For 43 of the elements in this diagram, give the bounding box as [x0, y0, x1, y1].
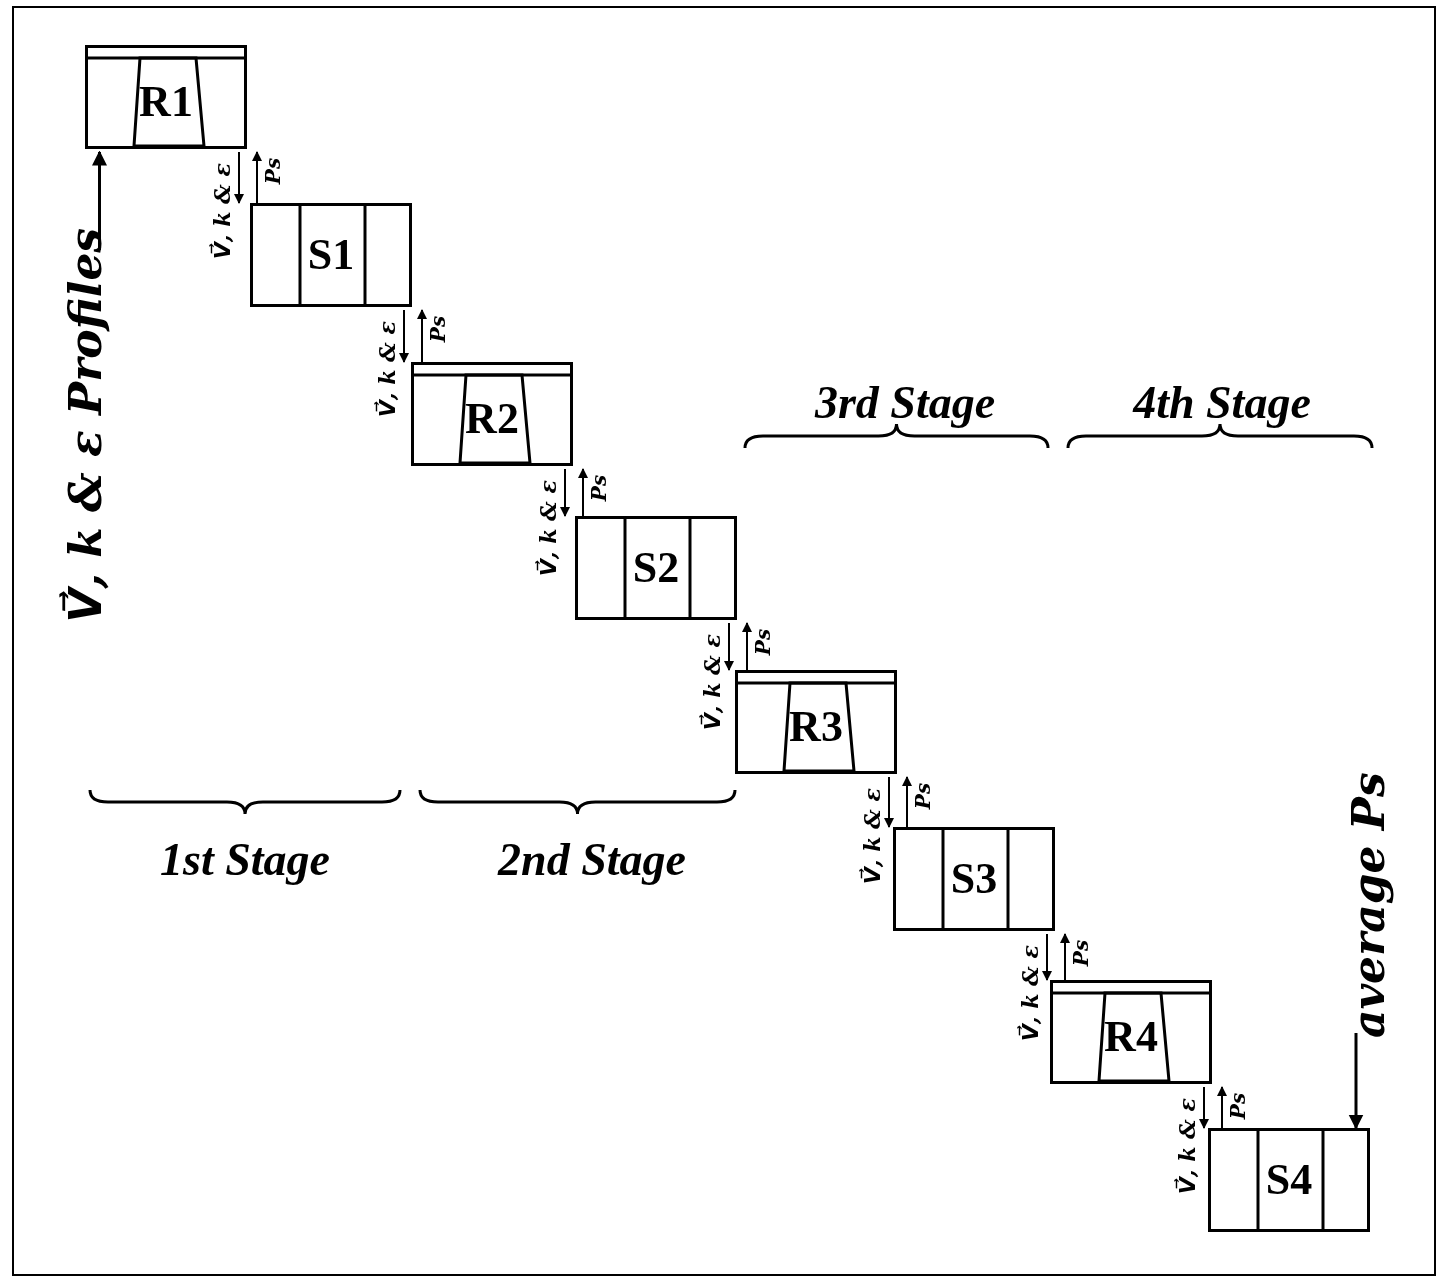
edge-label: V⃗, k & ε: [535, 479, 561, 577]
stage-label: S3: [950, 857, 998, 901]
edge-label: Ps: [262, 157, 284, 185]
arrow: [724, 622, 734, 671]
edge-label: V⃗, k & ε: [1017, 944, 1043, 1042]
stage-caption: 2nd Stage: [498, 835, 686, 886]
stage-label: S1: [307, 233, 355, 277]
stage-label: R1: [139, 80, 193, 124]
arrow: [560, 468, 570, 517]
arrow: [1199, 1086, 1209, 1129]
arrow: [742, 622, 752, 671]
arrow: [1217, 1086, 1227, 1129]
stage-caption: 3rd Stage: [814, 378, 996, 429]
arrow: [417, 309, 427, 363]
arrow: [578, 468, 588, 517]
arrow: [234, 151, 244, 204]
edge-label: Ps: [1227, 1092, 1249, 1120]
edge-label: V⃗, k & ε: [859, 787, 885, 885]
edge-label: V⃗, k & ε: [699, 633, 725, 731]
edge-label: Ps: [1070, 939, 1092, 967]
edge-label: Ps: [427, 315, 449, 343]
stage-label: S2: [632, 546, 680, 590]
edge-label: Ps: [588, 474, 610, 502]
stage-caption: 1st Stage: [160, 835, 330, 886]
axis-caption: V⃗, k & ε Profiles: [61, 227, 111, 623]
edge-label: Ps: [752, 628, 774, 656]
edge-label: V⃗, k & ε: [209, 162, 235, 260]
arrow: [1042, 933, 1052, 981]
arrow: [1060, 933, 1070, 981]
arrow: [1348, 1033, 1364, 1130]
stage-label: R3: [789, 705, 843, 749]
stage-label: S4: [1265, 1158, 1313, 1202]
edge-label: Ps: [912, 782, 934, 810]
stage-caption: 4th Stage: [1133, 378, 1311, 429]
stage-label: R4: [1104, 1015, 1158, 1059]
edge-label: V⃗, k & ε: [1174, 1097, 1200, 1195]
arrow: [902, 776, 912, 828]
arrow: [252, 151, 262, 204]
stage-label: R2: [465, 397, 519, 441]
axis-caption: average Ps: [1344, 772, 1394, 1038]
arrow: [399, 309, 409, 363]
arrow: [884, 776, 894, 828]
edge-label: V⃗, k & ε: [374, 320, 400, 418]
